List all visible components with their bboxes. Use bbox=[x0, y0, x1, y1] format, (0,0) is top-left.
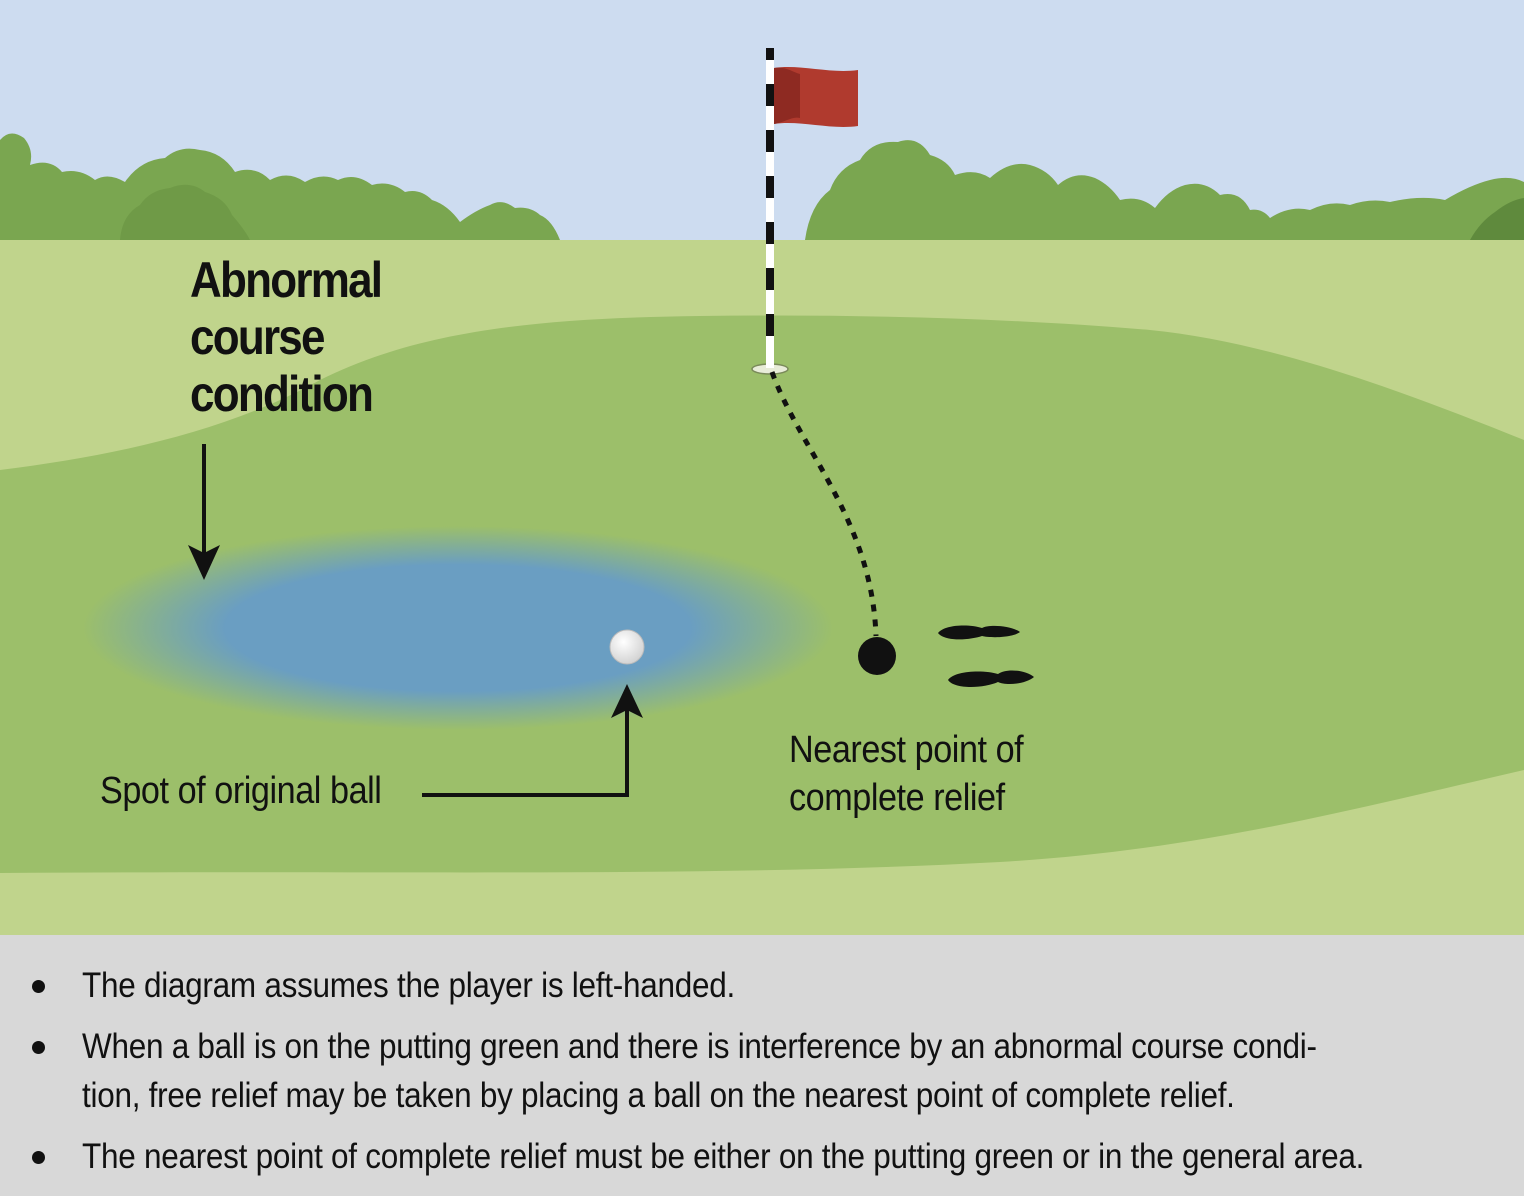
nearest-point-label: Nearest point of complete relief bbox=[789, 726, 1024, 822]
original-ball bbox=[609, 629, 645, 665]
notes-panel: The diagram assumes the player is left-h… bbox=[0, 935, 1524, 1196]
label-line: Abnormal bbox=[190, 252, 383, 308]
abnormal-course-condition-label: Abnormal course condition bbox=[190, 252, 383, 423]
water-area bbox=[83, 526, 833, 730]
golf-scene bbox=[0, 0, 1524, 935]
label-line: course bbox=[190, 309, 325, 365]
note-text: The nearest point of complete relief mus… bbox=[82, 1137, 1365, 1176]
bullet-icon bbox=[32, 980, 45, 993]
bullet-icon bbox=[32, 1151, 45, 1164]
dotted-path bbox=[769, 371, 879, 637]
label-line: condition bbox=[190, 366, 374, 422]
notes-list: The diagram assumes the player is left-h… bbox=[0, 961, 1524, 1181]
trees-left bbox=[0, 133, 560, 240]
label-line: complete relief bbox=[789, 777, 1005, 819]
trees-right bbox=[805, 140, 1524, 240]
footprints-icon bbox=[938, 625, 1034, 687]
note-text: The diagram assumes the player is left-h… bbox=[82, 966, 735, 1005]
nearest-point-marker bbox=[858, 637, 896, 675]
spot-of-original-ball-label: Spot of original ball bbox=[100, 770, 382, 812]
note-item: The diagram assumes the player is left-h… bbox=[0, 961, 1524, 1010]
arrow-to-ball bbox=[422, 684, 643, 797]
arrow-down bbox=[188, 444, 220, 580]
label-line: Nearest point of bbox=[789, 729, 1024, 771]
bullet-icon bbox=[32, 1041, 45, 1054]
flagstick bbox=[751, 48, 858, 375]
note-item: The nearest point of complete relief mus… bbox=[0, 1132, 1524, 1181]
note-item: When a ball is on the putting green and … bbox=[0, 1022, 1524, 1120]
note-text: When a ball is on the putting green and … bbox=[82, 1027, 1317, 1115]
